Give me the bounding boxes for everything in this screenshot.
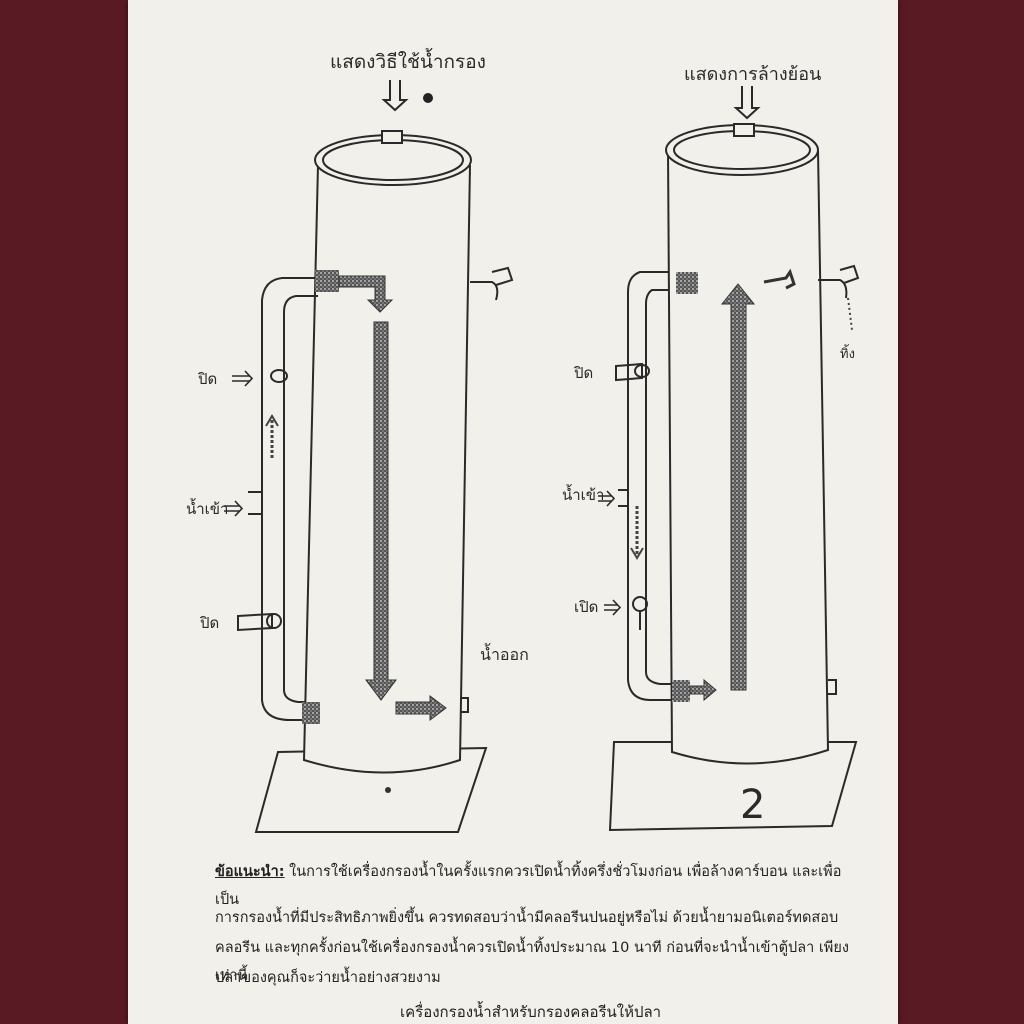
left-valve-top-icon bbox=[270, 369, 288, 383]
document-caption: เครื่องกรองน้ำสำหรับกรองคลอรีนให้ปลา bbox=[400, 1003, 662, 1021]
inlet-arrows bbox=[381, 80, 761, 120]
right-valve-bottom-label: เปิด bbox=[574, 598, 598, 616]
left-water-in-label: น้ำเข้า bbox=[186, 498, 228, 518]
right-valve-top-icon bbox=[634, 364, 650, 378]
left-flow bbox=[265, 270, 447, 724]
right-cylinder bbox=[667, 149, 830, 765]
right-arrow-icon bbox=[224, 500, 244, 517]
flow-arrow-up bbox=[720, 283, 756, 691]
advice-line-1: ข้อแนะนำ: ในการใช้เครื่องกรองน้ำในครั้งแ… bbox=[215, 858, 855, 914]
page-number: 2 bbox=[740, 782, 765, 828]
right-valve-top-label: ปิด bbox=[573, 364, 593, 382]
right-bypass-pipe bbox=[627, 271, 672, 701]
right-valve-bottom-icon bbox=[632, 596, 648, 612]
advice-label: ข้อแนะนำ: bbox=[215, 864, 285, 880]
left-water-out-label: น้ำออก bbox=[480, 643, 529, 664]
right-flow bbox=[630, 268, 853, 702]
advice-line-4: ปลาของคุณก็จะว่ายน้ำอย่างสวยงาม bbox=[215, 970, 441, 986]
right-discharge-label: ทิ้ง bbox=[840, 344, 855, 362]
right-title: แสดงการล้างย้อน bbox=[684, 64, 821, 85]
left-valve-top-label: ปิด bbox=[197, 370, 217, 388]
left-valve-bottom-icon bbox=[266, 613, 282, 629]
label-arrows bbox=[224, 370, 622, 616]
advice-line-2: การกรองน้ำที่มีประสิทธิภาพยิ่งขึ้น ควรทด… bbox=[215, 910, 839, 926]
ink-blot bbox=[423, 93, 433, 103]
right-arrow-icon bbox=[598, 490, 616, 507]
right-filter bbox=[608, 123, 860, 832]
down-arrow-icon bbox=[381, 80, 409, 112]
flow-arrow-right-bottom bbox=[395, 695, 447, 721]
right-arrow-icon bbox=[604, 599, 622, 616]
left-title: แสดงวิธีใช้น้ำกรอง bbox=[330, 48, 486, 73]
left-spout bbox=[470, 281, 499, 301]
right-water-in-label: น้ำเข้า bbox=[562, 484, 604, 504]
right-arrow-icon bbox=[232, 370, 254, 387]
flow-arrow-down bbox=[365, 321, 397, 701]
flow-arrow-right-top bbox=[338, 275, 394, 313]
left-valve-bottom-label: ปิด bbox=[199, 614, 219, 632]
advice-line-3: คลอรีน และทุกครั้งก่อนใช้เครื่องกรองน้ำค… bbox=[215, 940, 849, 984]
advice-text-1: ในการใช้เครื่องกรองน้ำในครั้งแรกควรเปิดน… bbox=[215, 864, 842, 908]
right-spout bbox=[818, 279, 848, 299]
flow-arrow-right-bottom-r bbox=[689, 678, 717, 702]
down-arrow-icon bbox=[733, 86, 761, 120]
